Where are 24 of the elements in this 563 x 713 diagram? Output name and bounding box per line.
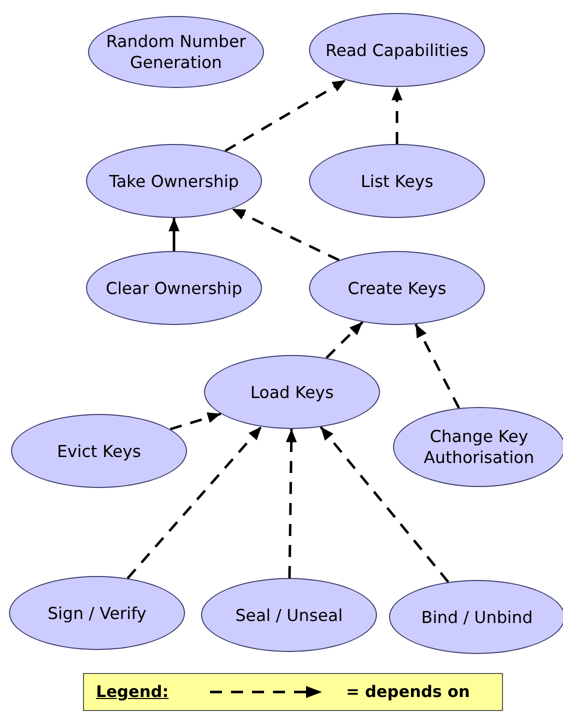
legend-text: = depends on	[346, 682, 470, 701]
legend-title: Legend:	[96, 682, 169, 701]
node-label: Seal / Unseal	[234, 604, 344, 626]
node-label: Read Capabilities	[324, 40, 470, 60]
node-label: List Keys	[360, 170, 434, 192]
node-label: Sign / Verify	[46, 602, 148, 624]
dependency-arrow	[414, 324, 460, 409]
dependency-arrow	[231, 208, 340, 262]
dependency-arrow	[126, 426, 262, 580]
node-label: Bind / Unbind	[420, 606, 534, 628]
dependency-arrow	[170, 412, 222, 430]
node-label: Create Keys	[346, 278, 448, 298]
node-label: Random Number Generation	[105, 31, 247, 73]
node-label: Evict Keys	[56, 440, 142, 462]
dependency-arrow	[168, 218, 180, 251]
dependency-arrow	[392, 87, 402, 144]
node-label: Take Ownership	[108, 170, 240, 192]
node-label: Clear Ownership	[104, 278, 244, 298]
dependency-arrow	[320, 426, 450, 583]
dependency-arrow	[326, 321, 364, 359]
dependency-arrow	[286, 428, 297, 578]
node-label: Load Keys	[249, 382, 335, 402]
node-label: Change Key Authorisation	[422, 426, 536, 468]
dependency-arrow	[224, 79, 346, 152]
